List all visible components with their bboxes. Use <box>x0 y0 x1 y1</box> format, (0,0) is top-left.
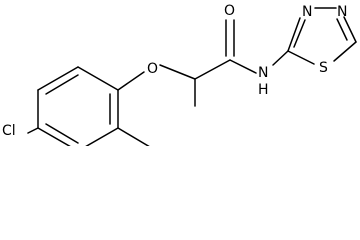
ether-oxygen-label: O <box>147 61 158 77</box>
thiadiazole-double-bond <box>336 18 348 41</box>
thiadiazole-double-bond <box>293 19 306 48</box>
oxygen-methine-bond <box>159 64 196 80</box>
ring-double-bond <box>45 74 79 95</box>
methyl-bond <box>117 127 150 146</box>
carbonyl-oxygen-label: O <box>224 3 235 19</box>
ring-bond <box>85 127 119 146</box>
bond-layer <box>27 7 357 146</box>
atom-label-layer: Cl O O N H S N N <box>2 3 347 139</box>
ring-nitrogen-1-label: N <box>302 4 312 20</box>
methine-carbonyl-bond <box>194 59 231 80</box>
thiadiazole-bond <box>333 41 357 62</box>
amide-nitrogen-label: N <box>258 65 268 81</box>
ring-double-bond <box>45 123 79 144</box>
thiadiazole-bond <box>343 16 357 43</box>
ring-sulfur-label: S <box>319 60 328 76</box>
thiadiazole-bond <box>287 17 301 52</box>
aryl-oxygen-bond <box>117 71 145 91</box>
thiadiazole-bond <box>287 50 315 65</box>
ring-bond <box>37 66 79 91</box>
amide-bond <box>229 59 257 74</box>
amine-ring-bond <box>272 50 289 66</box>
chlorine-label: Cl <box>2 123 16 139</box>
ring-bond <box>77 66 119 91</box>
ring-bond <box>37 127 71 146</box>
chloro-bond <box>27 127 39 134</box>
ring-nitrogen-2-label: N <box>337 4 347 20</box>
chemical-structure-diagram: Cl O O N H S N N <box>2 3 357 146</box>
amide-hydrogen-label: H <box>258 82 269 98</box>
